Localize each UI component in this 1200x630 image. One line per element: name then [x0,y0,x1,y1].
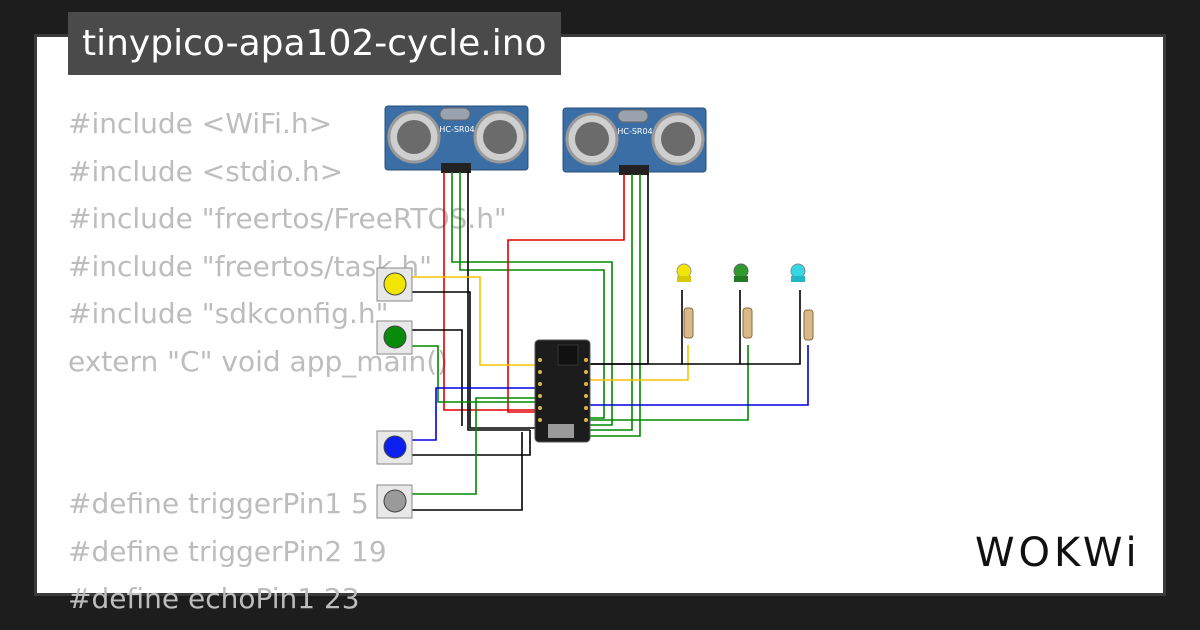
resistor-1[interactable] [683,307,694,339]
wires [412,172,809,511]
sensor-1-label: HC-SR04 [439,125,474,134]
led-yellow[interactable] [676,263,692,282]
code-line: #define triggerPin1 5 [68,487,369,520]
led-cyan[interactable] [790,263,806,282]
ultrasonic-sensor-1[interactable]: HC-SR04 [384,105,529,173]
sensor-2-label: HC-SR04 [617,127,652,136]
ultrasonic-sensor-2[interactable]: HC-SR04 [562,107,707,175]
code-line: #include "freertos/FreeRTOS.h" [68,202,507,235]
code-line: #define triggerPin2 19 [68,534,387,568]
push-button-gray[interactable] [376,484,413,519]
resistor-2[interactable] [742,307,753,339]
code-line: #include "sdkconfig.h" [68,297,389,330]
page-title: tinypico-apa102-cycle.ino [68,12,561,75]
code-line: #include <WiFi.h> [68,107,333,140]
push-button-yellow[interactable] [376,267,413,302]
code-preview: #include <WiFi.h> #include <stdio.h> #incl… [68,100,507,623]
code-line: #include "freertos/task.h" [68,249,432,283]
push-button-blue[interactable] [376,430,413,465]
tinypico-board[interactable] [534,339,591,443]
code-line: extern "C" void app_main() [68,344,449,378]
code-line: #include <stdio.h> [68,154,344,188]
code-line: #define echoPin1 23 [68,582,360,615]
resistor-3[interactable] [803,309,814,341]
led-green[interactable] [733,263,749,282]
push-button-green[interactable] [376,320,413,355]
wokwi-logo: WOKWi [975,530,1141,576]
